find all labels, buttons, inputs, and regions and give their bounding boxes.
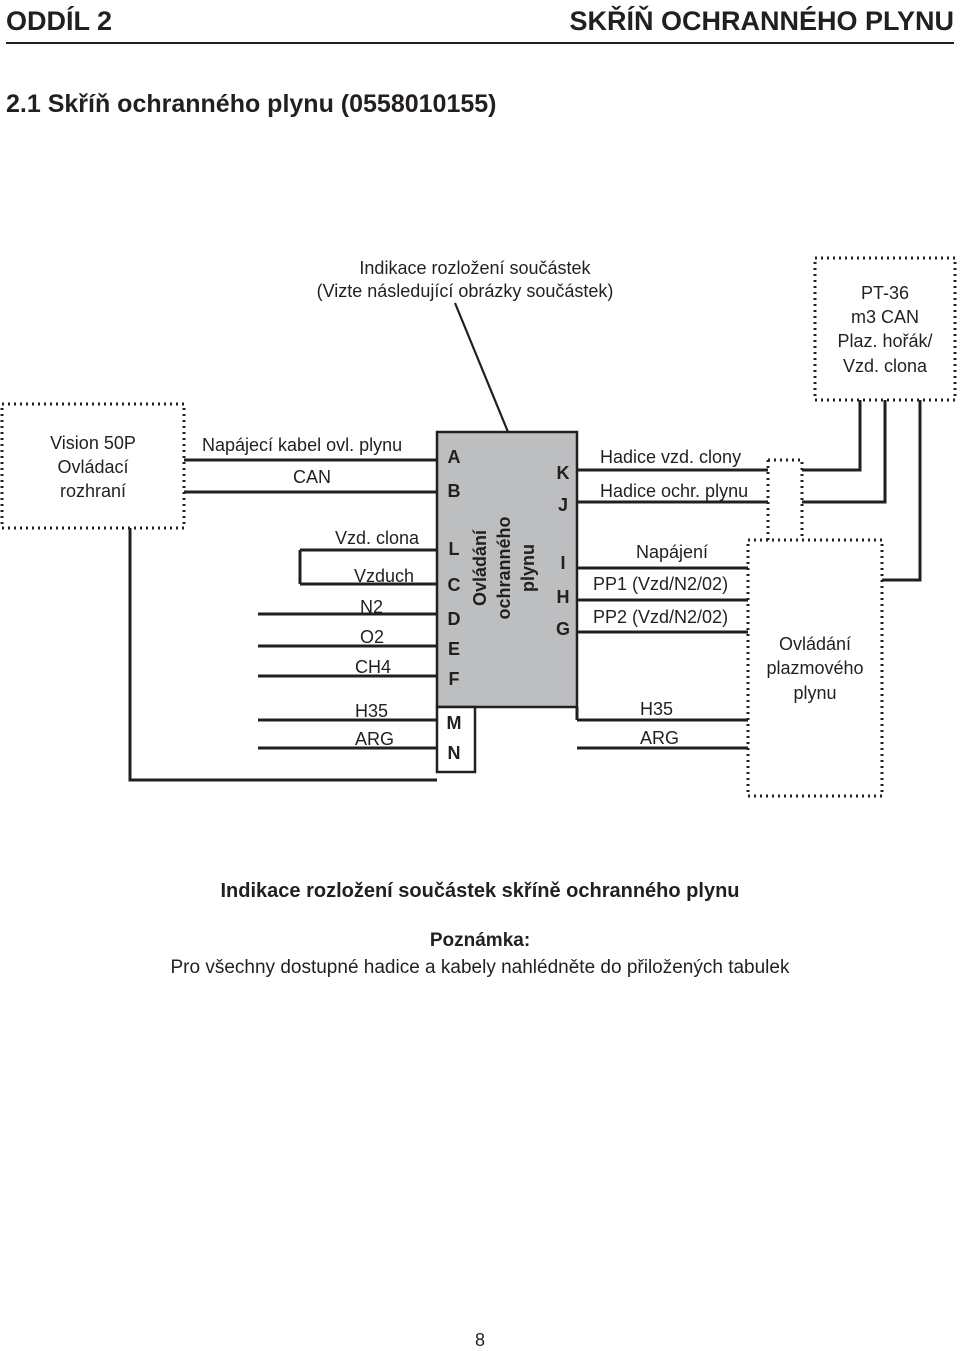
vision-line3: rozhraní — [59, 481, 127, 501]
port-N: N — [447, 743, 461, 763]
label-vzd-clona: Vzd. clona — [335, 528, 420, 548]
port-D: D — [447, 609, 461, 629]
port-M: M — [446, 713, 462, 733]
port-H: H — [556, 587, 570, 607]
label-arg-left: ARG — [355, 729, 395, 749]
center-label-line1: Ovládání — [470, 529, 490, 607]
pt36-line2: m3 CAN — [850, 307, 919, 327]
label-napajeci-kabel: Napájecí kabel ovl. plynu — [202, 435, 403, 455]
label-o2: O2 — [360, 627, 385, 647]
port-I: I — [560, 553, 566, 573]
port-C: C — [447, 575, 461, 595]
page-number: 8 — [474, 1330, 485, 1350]
center-box — [435, 430, 579, 709]
label-arg-right: ARG — [640, 728, 680, 748]
port-J: J — [557, 495, 568, 515]
plasma-line1: Ovládání — [778, 634, 852, 654]
port-A: A — [447, 447, 461, 467]
note-title: Poznámka: — [429, 930, 531, 951]
port-L: L — [448, 539, 460, 559]
callout-line — [453, 302, 510, 433]
label-h35-right: H35 — [640, 699, 674, 719]
plasma-line2: plazmového — [766, 658, 864, 678]
label-can: CAN — [293, 467, 332, 487]
pt36-line1: PT-36 — [860, 283, 910, 303]
label-hadice-vzd: Hadice vzd. clony — [600, 447, 742, 467]
port-B: B — [447, 481, 461, 501]
port-K: K — [556, 463, 570, 483]
label-napajeni: Napájení — [636, 542, 709, 562]
note-text: Pro všechny dostupné hadice a kabely nah… — [170, 957, 790, 978]
plasma-line3: plynu — [793, 683, 837, 703]
center-box-label: Ovládání ochranného plynu — [468, 468, 548, 668]
port-G: G — [555, 619, 570, 639]
callout-line2: (Vizte následující obrázky součástek) — [316, 281, 614, 301]
label-n2: N2 — [360, 597, 384, 617]
center-box-lower — [435, 705, 477, 774]
subsection-title: 2.1 Skříň ochranného plynu (0558010155) — [6, 90, 497, 118]
label-pp2: PP2 (Vzd/N2/02) — [593, 607, 729, 627]
callout-line1: Indikace rozložení součástek — [359, 258, 591, 278]
label-pp1: PP1 (Vzd/N2/02) — [593, 574, 729, 594]
port-F: F — [448, 669, 460, 689]
vision-line1: Vision 50P — [50, 433, 136, 453]
port-E: E — [447, 639, 460, 659]
center-label-line3: plynu — [518, 544, 538, 592]
wiring-diagram — [0, 256, 957, 798]
plasma-box — [746, 538, 884, 798]
pt36-line4: Vzd. clona — [842, 356, 928, 376]
pt36-line3: Plaz. hořák/ — [837, 331, 933, 351]
figure-caption: Indikace rozložení součástek skříně ochr… — [220, 880, 740, 902]
vision-line2: Ovládací — [57, 457, 129, 477]
label-vzduch: Vzduch — [354, 566, 415, 586]
section-number: ODDÍL 2 — [6, 6, 113, 36]
center-label-line2: ochranného — [494, 516, 514, 620]
label-ch4: CH4 — [355, 657, 392, 677]
section-title: SKŘÍŇ OCHRANNÉHO PLYNU — [569, 6, 954, 36]
label-h35-left: H35 — [355, 701, 389, 721]
page-header: ODDÍL 2 SKŘÍŇ OCHRANNÉHO PLYNU — [6, 4, 954, 44]
label-hadice-ochr: Hadice ochr. plynu — [600, 481, 749, 501]
vision-box — [0, 402, 186, 530]
dotted-connector — [768, 458, 804, 540]
pt36-box — [813, 256, 957, 402]
